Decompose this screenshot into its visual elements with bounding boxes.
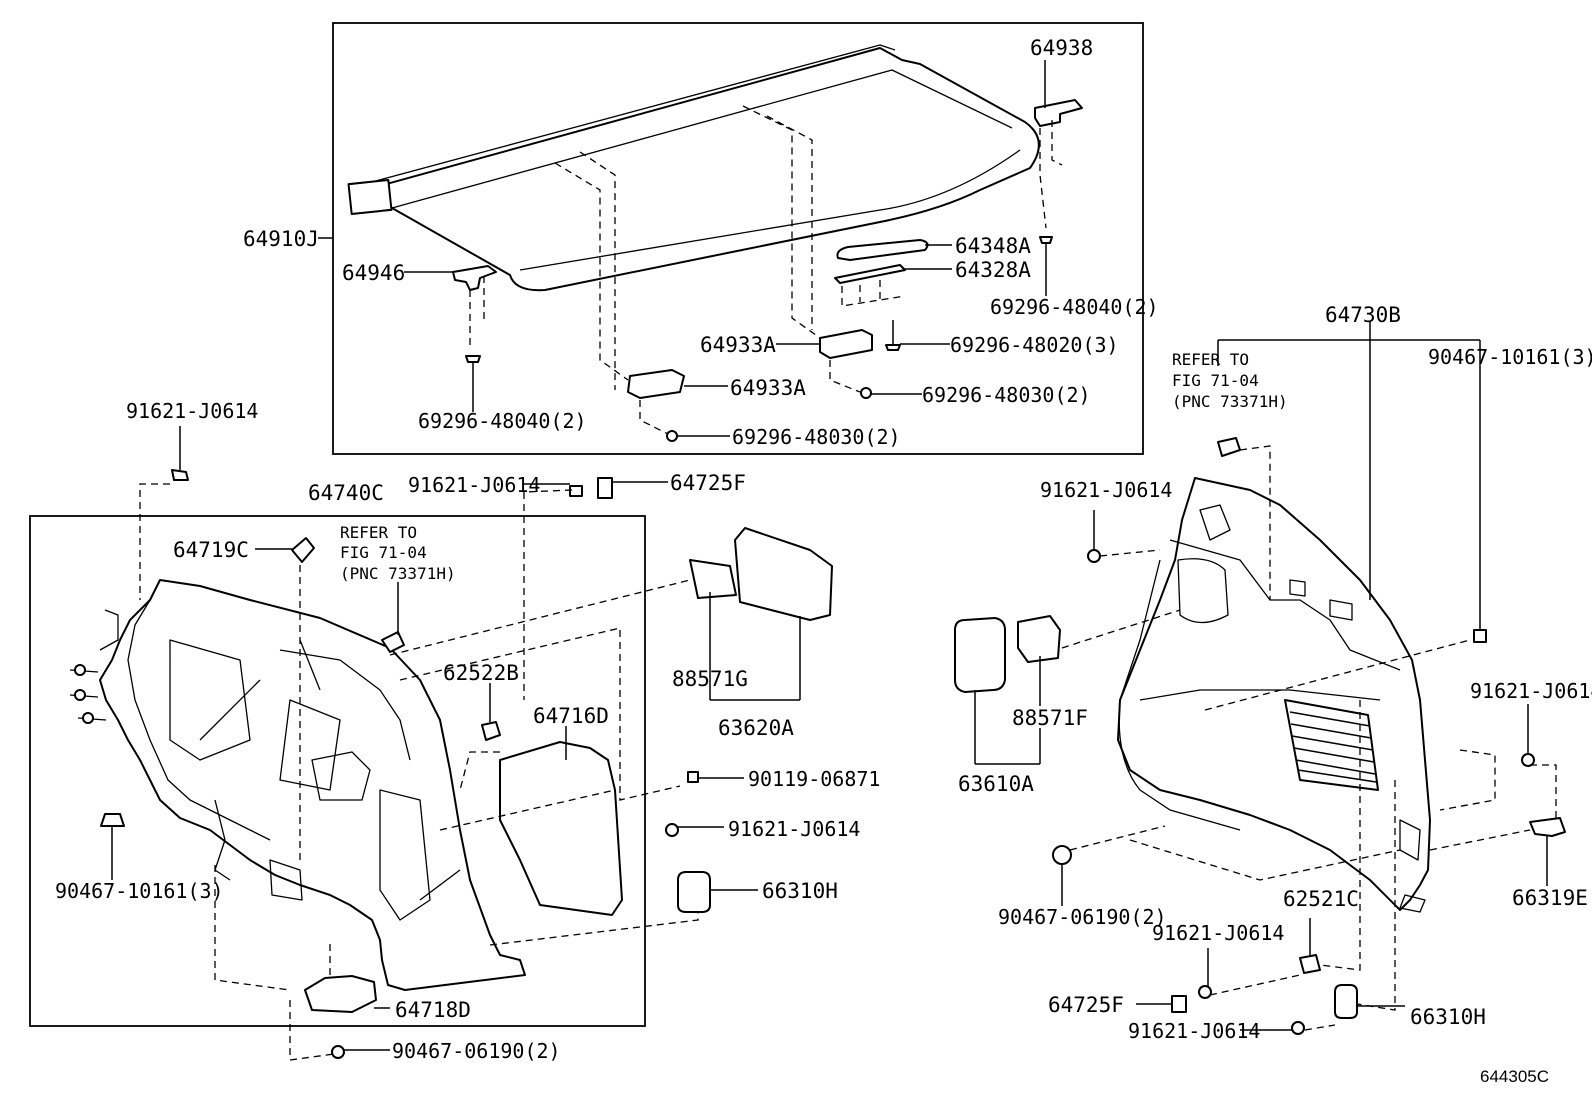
label-64725F-top: 64725F [670, 471, 746, 495]
label-64946: 64946 [342, 261, 405, 285]
clip-64725F-bottom-part [1171, 995, 1187, 1013]
label-91621-J0614-g: 91621-J0614 [1128, 1019, 1260, 1043]
note-right-line-3: (PNC 73371H) [1172, 392, 1288, 411]
note-bracket-right-part [1217, 437, 1241, 457]
label-64328A: 64328A [955, 258, 1031, 282]
label-91621-J0614-d: 91621-J0614 [1040, 478, 1172, 502]
label-62522B: 62522B [443, 661, 519, 685]
label-64719C: 64719C [173, 538, 249, 562]
lamp-bezel-63610A-part [954, 617, 1006, 693]
label-91621-J0614-a: 91621-J0614 [126, 399, 258, 423]
label-64910J: 64910J [243, 227, 319, 251]
label-69296-48030-left: 69296-48030(2) [732, 425, 901, 449]
clip-90467-06190-right-part [1052, 845, 1072, 865]
cover-64718D-part [304, 975, 377, 1013]
leader-lines [111, 60, 1548, 1051]
label-69296-48040-right: 69296-48040(2) [990, 295, 1159, 319]
label-69296-48020: 69296-48020(3) [950, 333, 1119, 357]
label-64725F-bottom: 64725F [1048, 993, 1124, 1017]
label-64348A: 64348A [955, 234, 1031, 258]
hook-66310H-left-part [677, 871, 711, 913]
label-66310H-left: 66310H [762, 879, 838, 903]
label-90467-06190-right: 90467-06190(2) [998, 905, 1167, 929]
label-66310H-right: 66310H [1410, 1005, 1486, 1029]
left-quarter-trim-part [69, 579, 526, 991]
hook-64719C-part [291, 537, 315, 563]
note-right-line-2: FIG 71-04 [1172, 371, 1259, 390]
label-63610A: 63610A [958, 772, 1034, 796]
label-64933A-upper: 64933A [700, 333, 776, 357]
screw-icon [171, 469, 699, 1059]
label-69296-48040-left: 69296-48040(2) [418, 409, 587, 433]
label-64716D: 64716D [533, 704, 609, 728]
label-91621-J0614-e: 91621-J0614 [1470, 679, 1592, 703]
label-90467-10161-left: 90467-10161(3) [55, 879, 224, 903]
cover-strap-plate-part [834, 264, 906, 284]
label-90467-06190-left: 90467-06190(2) [392, 1039, 561, 1063]
label-64740C: 64740C [308, 481, 384, 505]
note-bracket-left-part [381, 631, 405, 653]
tonneau-cover-part [347, 44, 1040, 292]
note-left-line-2: FIG 71-04 [340, 543, 427, 562]
cover-holder-upper-part [819, 329, 873, 359]
clip-62522B-part [481, 721, 501, 741]
note-right-line-1: REFER TO [1172, 350, 1249, 369]
lamp-88571F-part [1017, 615, 1061, 663]
cover-hook-part [1034, 99, 1083, 127]
cover-dashed-leaders [469, 105, 1063, 435]
label-64938: 64938 [1030, 36, 1093, 60]
note-left-line-3: (PNC 73371H) [340, 564, 456, 583]
left-trim-group-box [29, 515, 646, 1027]
lamp-bezel-63620A-part [734, 527, 833, 621]
cover-66319E-part [1529, 817, 1566, 837]
speaker-grille-part [1284, 699, 1379, 791]
cover-strap-part [836, 239, 929, 261]
label-91621-J0614-f: 91621-J0614 [1152, 921, 1284, 945]
label-63620A: 63620A [718, 716, 794, 740]
label-88571G: 88571G [672, 667, 748, 691]
hook-66310H-right-part [1334, 984, 1358, 1019]
box-trim-cover-part [499, 741, 623, 916]
label-64933A-lower: 64933A [730, 376, 806, 400]
label-88571F: 88571F [1012, 706, 1088, 730]
screw-icon [465, 236, 1053, 442]
label-64718D: 64718D [395, 998, 471, 1022]
label-69296-48030-right: 69296-48030(2) [922, 383, 1091, 407]
label-66319E: 66319E [1512, 886, 1588, 910]
label-90467-10161-right: 90467-10161(3) [1428, 345, 1592, 369]
cover-bracket-part [452, 265, 497, 291]
right-quarter-trim-part [1117, 477, 1431, 913]
clip-64725F-top-part [597, 477, 613, 499]
label-62521C: 62521C [1283, 887, 1359, 911]
label-90119-06871: 90119-06871 [748, 767, 880, 791]
figure-id: 644305C [1480, 1067, 1549, 1086]
clip-62521C-part [1299, 954, 1321, 974]
lamp-88571G-part [689, 559, 737, 599]
clip-90467-left-part [100, 813, 125, 827]
note-left-line-1: REFER TO [340, 523, 417, 542]
left-dashed-leaders [139, 483, 699, 1061]
cover-holder-lower-part [627, 369, 685, 399]
label-91621-J0614-b: 91621-J0614 [408, 473, 540, 497]
label-91621-J0614-c: 91621-J0614 [728, 817, 860, 841]
label-64730B: 64730B [1325, 303, 1401, 327]
